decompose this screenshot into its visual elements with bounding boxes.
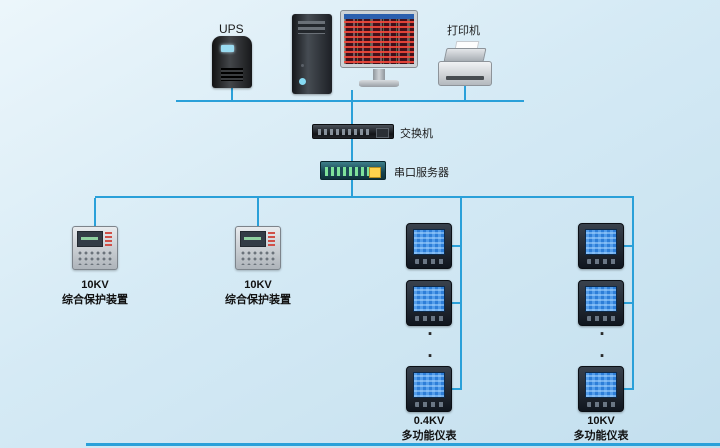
meter-icon <box>578 223 624 269</box>
protection-device1-label: 10KV 综合保护装置 <box>40 278 150 308</box>
protection-device2-kv: 10KV <box>244 279 272 291</box>
monitor-screen <box>344 14 414 64</box>
serial-server-label: 串口服务器 <box>394 167 449 179</box>
ups-label: UPS <box>219 22 244 36</box>
meter2b-stub-line <box>624 302 634 304</box>
ups-drop-line <box>231 88 233 100</box>
bus-to-switch-line <box>351 102 353 124</box>
meter1c-stub-line <box>452 388 462 390</box>
protection1-drop-line <box>94 198 96 226</box>
protection-device1-screen <box>77 231 103 247</box>
protection-device2-name: 综合保护装置 <box>225 293 291 306</box>
protection-device2-screen <box>240 231 266 247</box>
meter-icon <box>578 280 624 326</box>
protection-device2-icon <box>235 226 281 270</box>
meter1a-stub-line <box>452 245 462 247</box>
monitor-icon <box>340 10 418 68</box>
top-bus-line <box>176 100 524 102</box>
computer-tower-icon <box>292 14 332 94</box>
meter-column1-riser-line <box>460 198 462 389</box>
protection-device2-label: 10KV 综合保护装置 <box>203 278 313 308</box>
meter1b-stub-line <box>452 302 462 304</box>
meter-column1-label: 0.4KV 多功能仪表 <box>374 414 484 444</box>
bottom-border-line <box>86 443 720 446</box>
serial-to-distribution-line <box>351 180 353 197</box>
meter-icon <box>578 366 624 412</box>
network-switch-icon <box>312 124 394 139</box>
meter-screen <box>413 229 445 255</box>
meter-column2-label: 10KV 多功能仪表 <box>546 414 656 444</box>
meter2a-stub-line <box>624 245 634 247</box>
meter-column2-kv: 10KV <box>587 415 615 427</box>
serial-server-icon <box>320 161 386 180</box>
protection2-drop-line <box>257 198 259 226</box>
protection-device2-buttons <box>241 251 275 265</box>
meter-screen <box>413 286 445 312</box>
switch-label: 交换机 <box>400 128 433 140</box>
meter-screen <box>585 229 617 255</box>
ups-icon <box>212 36 252 88</box>
meter2c-stub-line <box>624 388 634 390</box>
meter-icon <box>406 223 452 269</box>
meter-icon <box>406 366 452 412</box>
printer-body <box>438 61 492 86</box>
printer-icon <box>438 41 492 86</box>
meter-column2-riser-line <box>632 198 634 389</box>
meter-screen <box>413 372 445 398</box>
meter-screen <box>585 372 617 398</box>
printer-top <box>443 48 487 62</box>
printer-drop-line <box>464 86 466 100</box>
computer-drop-line <box>351 90 353 100</box>
meter-column1-name: 多功能仪表 <box>401 429 457 442</box>
monitor-stand <box>373 69 385 80</box>
meter-column2-name: 多功能仪表 <box>573 429 629 442</box>
protection-device1-icon <box>72 226 118 270</box>
meter-column1-kv: 0.4KV <box>413 415 445 427</box>
protection-device1-name: 综合保护装置 <box>62 293 128 306</box>
meter-icon <box>406 280 452 326</box>
protection-device1-buttons <box>78 251 112 265</box>
protection-device1-kv: 10KV <box>81 279 109 291</box>
protection-device1-leds <box>105 232 112 247</box>
distribution-bus-line <box>95 196 634 198</box>
protection-device2-leds <box>268 232 275 247</box>
switch-to-serial-line <box>351 139 353 161</box>
meter-screen <box>585 286 617 312</box>
printer-label: 打印机 <box>447 25 480 37</box>
monitor-base <box>359 80 399 87</box>
printer-output-slot <box>446 76 484 80</box>
